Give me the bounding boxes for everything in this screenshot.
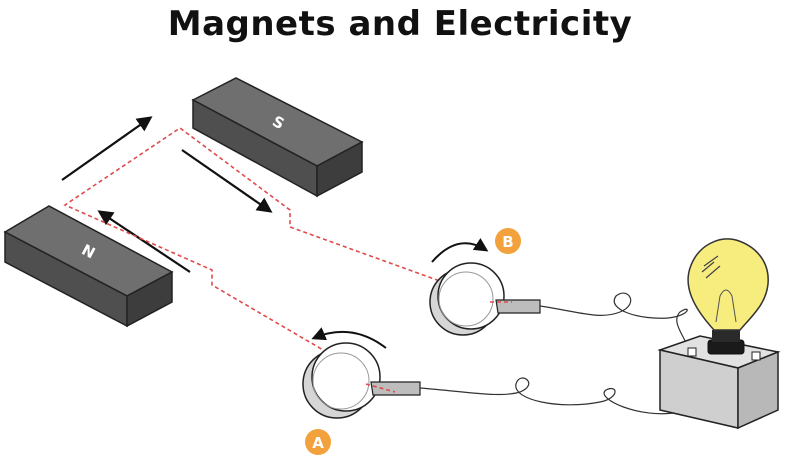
back-arrow-icon [97,210,191,273]
circuit-path [63,127,499,393]
down-arrow-icon [181,149,273,213]
coil-b-rotation-arrow-icon [431,238,489,263]
page-title: Magnets and Electricity [167,4,633,44]
badge-b: B [495,228,521,254]
badge-a: A [305,429,331,455]
south-magnet: S [191,77,364,198]
bulb-base [657,335,781,430]
badge-a-label: A [312,434,324,452]
light-bulb-icon [687,238,769,355]
coil-a-rotation-arrow-icon [311,327,387,349]
up-arrow-icon [61,116,153,181]
north-magnet: N [3,205,174,328]
coil-b [429,262,541,336]
coil-a [302,342,421,419]
badge-b-label: B [502,233,513,251]
